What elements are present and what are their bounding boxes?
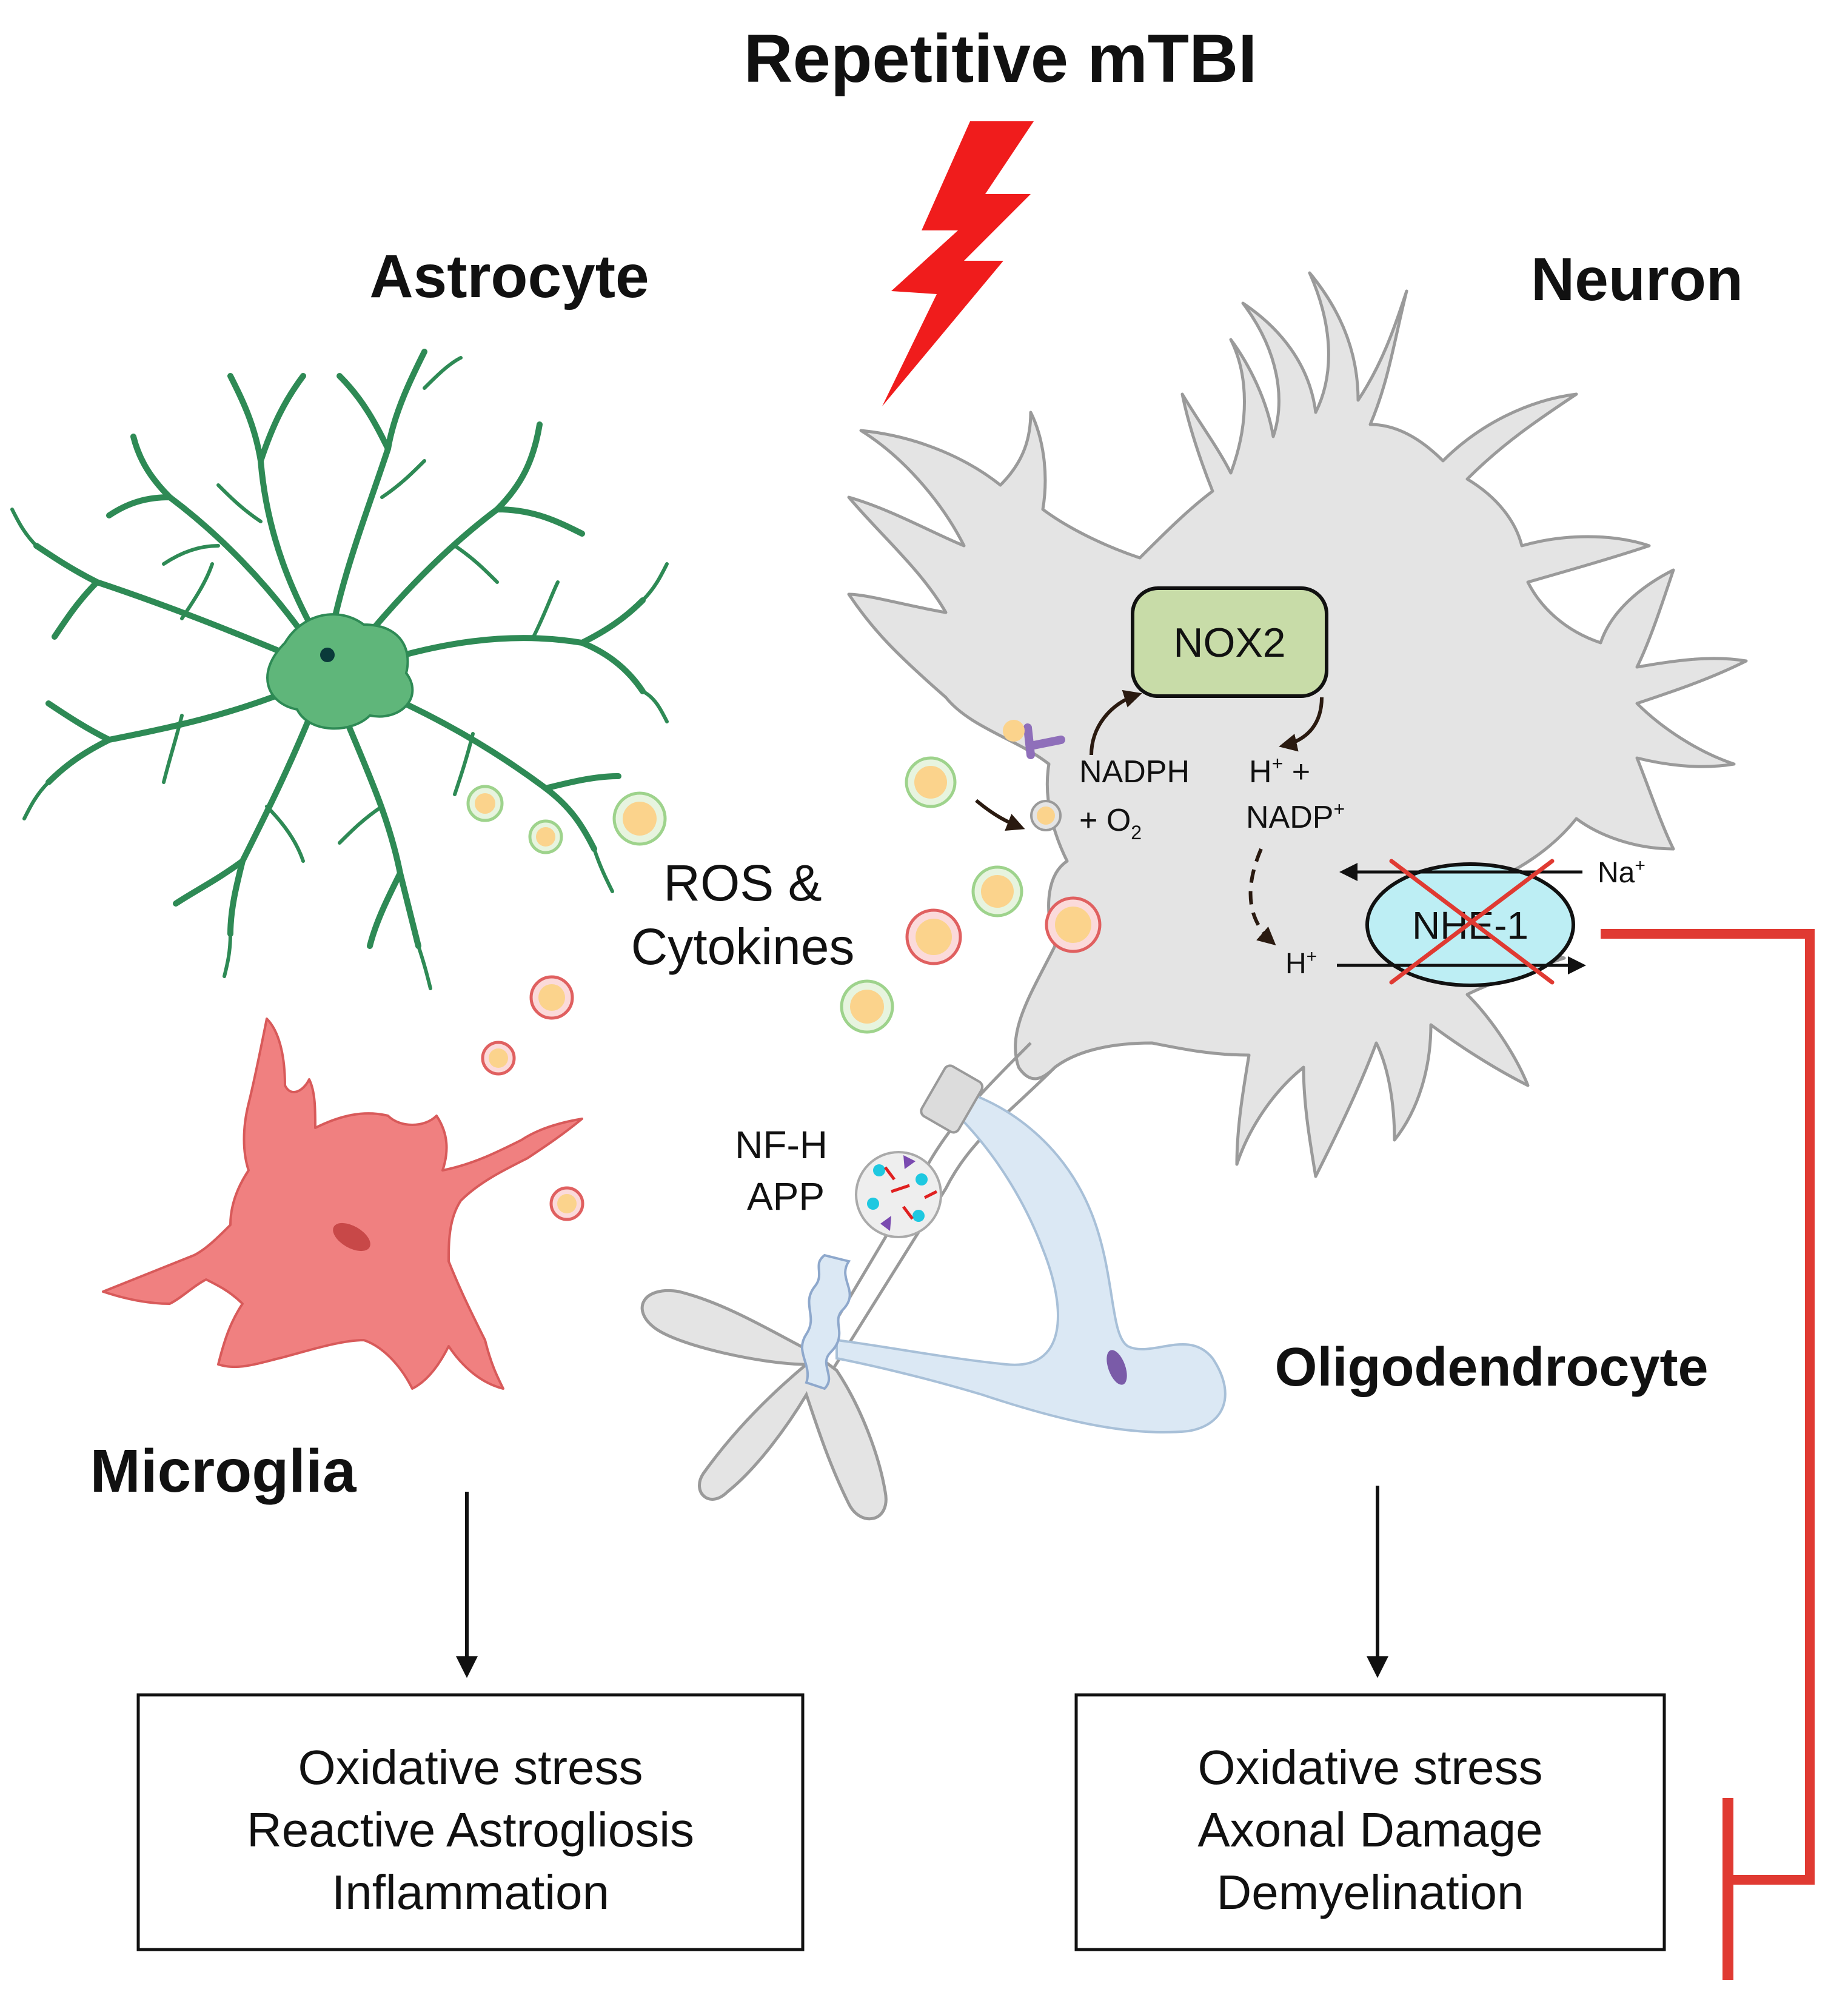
right-outcome-line: Oxidative stress [1197, 1740, 1542, 1794]
nox2-substrate-arrow [1090, 689, 1142, 756]
o2-subscript: 2 [1131, 822, 1142, 843]
app-marker [903, 1155, 916, 1169]
o2-text: + O [1079, 803, 1131, 838]
oligodendrocyte-body [835, 1090, 1227, 1434]
app-marker [880, 1216, 891, 1231]
nf-h-marker [916, 1173, 928, 1185]
ros-particle [1030, 800, 1062, 831]
ros-label-line1: ROS & [663, 854, 822, 911]
ros-entry-arrow [975, 799, 1025, 831]
damaged-myelin [800, 1253, 851, 1390]
nadp-sup: + [1333, 798, 1345, 820]
app-marker [891, 1184, 910, 1193]
h-plus-tail: + [1283, 754, 1310, 790]
ros-label-line2: Cytokines [631, 918, 855, 975]
o2-label: + O2 [1079, 803, 1142, 843]
cytokine-particle [905, 908, 962, 965]
app-marker [923, 1190, 938, 1199]
oligodendrocyte-cell [800, 1064, 1227, 1434]
myelin-segment [920, 1064, 984, 1134]
astrocyte-body [266, 613, 414, 730]
microglia-label: Microglia [90, 1437, 357, 1505]
na-text: Na [1598, 857, 1635, 889]
inhibition-line [1601, 929, 1815, 1885]
nadp-text: NADP [1246, 800, 1333, 835]
oligodendrocyte-nucleus [1106, 1350, 1127, 1385]
ros-particle [971, 865, 1023, 917]
nox2-product-arrow [1279, 697, 1324, 752]
h-plus-sup: + [1272, 753, 1284, 774]
microglia-nucleus [333, 1222, 370, 1252]
h-sup: + [1307, 947, 1317, 967]
cytokine-particle [549, 1186, 584, 1221]
h-plus-label: H+ + [1249, 753, 1310, 790]
astrocyte-label: Astrocyte [369, 243, 649, 310]
right-outcome-box [1074, 1693, 1666, 1951]
left-outcome-line: Reactive Astrogliosis [247, 1803, 694, 1857]
lightning-bolt-icon [882, 121, 1034, 406]
cytokine-particle [529, 975, 574, 1020]
ros-particle [528, 819, 563, 854]
nadp-label: NADP+ [1246, 798, 1345, 835]
ros-particle [612, 791, 667, 846]
microglia-cell [102, 1018, 583, 1390]
nf-h-marker [873, 1164, 885, 1176]
ros-cytokine-particles [466, 756, 1102, 1221]
h-label: H+ [1285, 947, 1317, 980]
na-sup: + [1635, 856, 1645, 876]
nadph-label: NADPH [1079, 754, 1190, 790]
proton-transfer-arrow [1248, 848, 1276, 945]
oligodendrocyte-label: Oligodendrocyte [1274, 1337, 1708, 1398]
neuron-label: Neuron [1531, 246, 1743, 314]
membrane-receptor-icon [1003, 720, 1065, 759]
ros-particle [840, 979, 894, 1034]
app-label: APP [747, 1175, 825, 1218]
right-outcome-line: Axonal Damage [1197, 1803, 1542, 1857]
neuron-body [847, 271, 1748, 1178]
diagram-title: Repetitive mTBI [744, 21, 1257, 96]
axon-terminal [640, 1289, 888, 1521]
app-marker [884, 1166, 896, 1181]
nox2-label: NOX2 [1173, 620, 1285, 666]
left-outcome-line: Inflammation [332, 1865, 609, 1919]
nf-h-label: NF-H [735, 1123, 828, 1167]
left-outcome-box [136, 1693, 805, 1951]
nhe1-inhibition-cross [1389, 859, 1555, 985]
cytokine-particle [481, 1041, 516, 1076]
cytokine-particle [1045, 896, 1102, 953]
right-outcome-line: Demyelination [1217, 1865, 1524, 1919]
astrocyte-cell [10, 349, 669, 990]
left-outcome-line: Oxidative stress [298, 1740, 643, 1794]
axonal-swelling [855, 1151, 942, 1238]
h-text: H [1285, 948, 1307, 980]
nf-h-marker [867, 1198, 879, 1210]
na-label: Na+ [1598, 856, 1645, 889]
nf-h-marker [912, 1210, 925, 1222]
h-plus-text: H [1249, 754, 1272, 790]
nox2-box [1131, 586, 1328, 698]
ros-particle [466, 785, 504, 822]
app-marker [902, 1206, 914, 1220]
astrocyte-nucleus [320, 648, 335, 662]
ros-particle [905, 756, 957, 808]
